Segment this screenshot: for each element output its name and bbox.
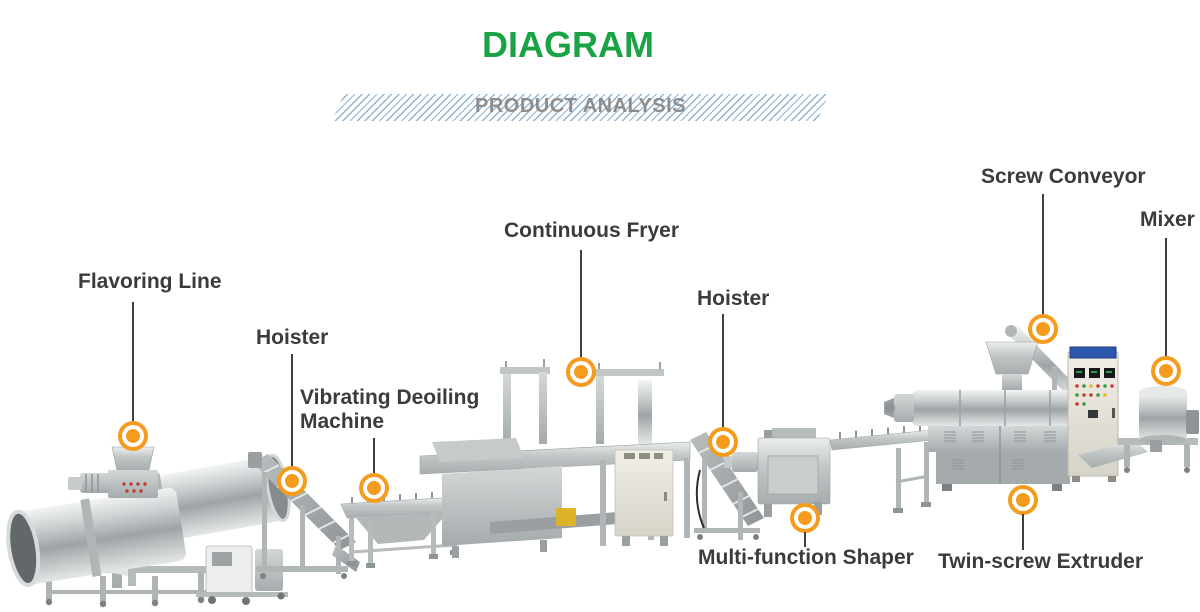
callout-label-multi-function-shaper: Multi-function Shaper	[698, 546, 914, 569]
hatch-band	[332, 94, 829, 121]
continuous-fryer-machine	[419, 359, 691, 558]
callout-marker-icon	[1008, 485, 1038, 515]
callout-label-vibrating-deoiling: Vibrating Deoiling Machine	[300, 386, 480, 433]
flavoring-line-machine	[6, 446, 291, 608]
callout-line	[1022, 514, 1024, 550]
callout-label-flavoring-line: Flavoring Line	[78, 270, 222, 293]
callout-line	[1042, 194, 1044, 315]
page-subtitle: PRODUCT ANALYSIS	[475, 95, 686, 117]
callout-marker-icon	[1151, 356, 1181, 386]
hoister-right-machine	[690, 432, 764, 540]
callout-label-mixer: Mixer	[1140, 208, 1195, 231]
callout-marker-icon	[118, 421, 148, 451]
callout-line	[291, 354, 293, 467]
callout-label-hoister-right: Hoister	[697, 287, 770, 310]
callout-marker-icon	[790, 503, 820, 533]
callout-line	[132, 302, 134, 422]
callout-marker-icon	[708, 427, 738, 457]
callout-label-twin-screw-extruder: Twin-screw Extruder	[938, 550, 1143, 573]
page-title: DIAGRAM	[482, 24, 654, 65]
mixer-machine	[1078, 386, 1199, 473]
multi-function-shaper-machine	[724, 424, 935, 517]
callout-marker-icon	[277, 466, 307, 496]
callout-line	[580, 250, 582, 358]
callout-label-continuous-fryer: Continuous Fryer	[504, 219, 680, 242]
control-cabinet	[1067, 346, 1119, 482]
callout-marker-icon	[359, 473, 389, 503]
callout-line	[722, 314, 724, 428]
callout-line	[373, 438, 375, 474]
callout-label-hoister-left: Hoister	[256, 326, 329, 349]
callout-line	[804, 532, 806, 547]
twin-screw-extruder-machine	[884, 325, 1082, 491]
callout-label-screw-conveyor: Screw Conveyor	[981, 165, 1146, 188]
callout-marker-icon	[566, 357, 596, 387]
callout-line	[1165, 238, 1167, 357]
callout-marker-icon	[1028, 314, 1058, 344]
